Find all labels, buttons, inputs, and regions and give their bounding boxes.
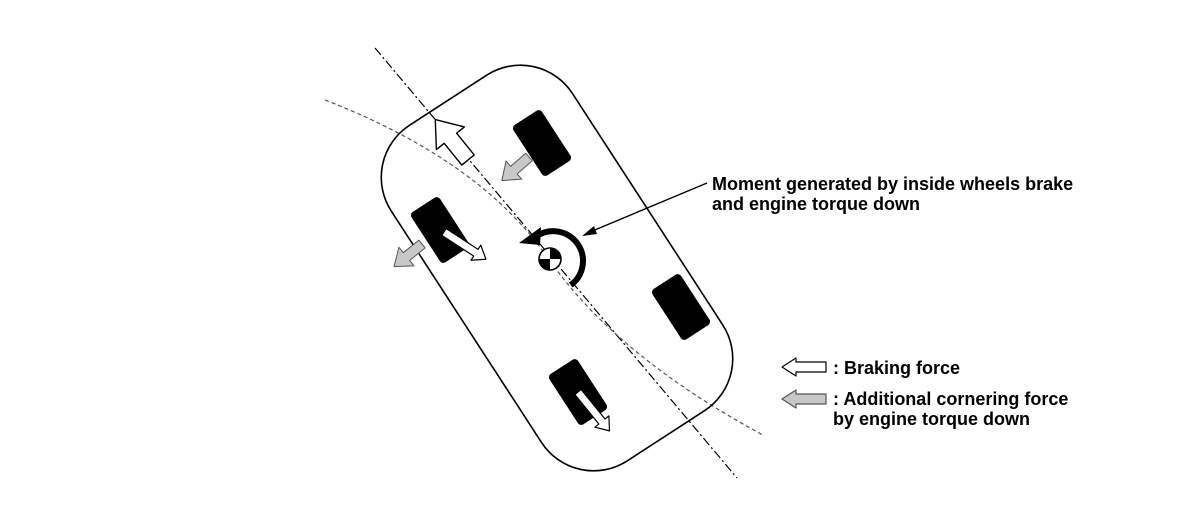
- legend-braking-arrow-icon: [781, 357, 827, 377]
- yaw-moment-arc: [533, 228, 586, 288]
- tire-rear-right: [651, 274, 711, 340]
- braking-force-arrow-front-left-tire: [441, 228, 487, 261]
- cornering-force-arrow-front-right: [501, 152, 533, 182]
- braking-force-arrow-rear-left-tire: [574, 388, 611, 432]
- cornering-force-arrow-front-left: [393, 239, 426, 268]
- annotation-leader-arrowhead: [582, 226, 597, 236]
- vehicle-body: [380, 64, 734, 472]
- tire-front-left: [410, 197, 470, 263]
- tire-front-right: [512, 110, 572, 176]
- center-of-gravity-icon: [538, 247, 562, 271]
- legend-cornering-label-line-2: by engine torque down: [833, 409, 1030, 429]
- annotation-leader-line: [589, 182, 708, 233]
- braking-force-arrow-front: [434, 118, 475, 166]
- yaw-moment-arrowhead: [519, 227, 541, 245]
- moment-annotation-line-2: and engine torque down: [712, 194, 920, 214]
- legend-cornering-label-line-1: : Additional cornering force: [833, 389, 1068, 409]
- moment-annotation-line-1: Moment generated by inside wheels brake: [712, 174, 1073, 194]
- legend-cornering-arrow-icon: [781, 389, 827, 409]
- legend-braking-label: : Braking force: [833, 358, 960, 378]
